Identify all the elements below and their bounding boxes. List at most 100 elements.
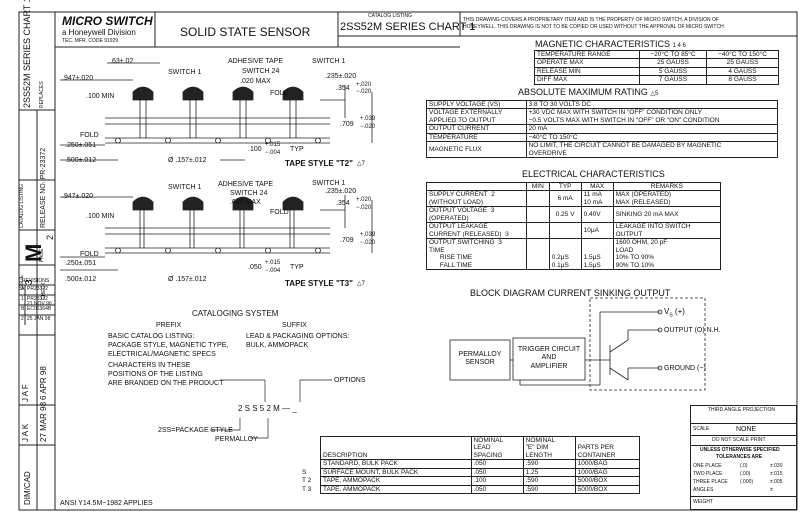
ground-terminal-label: GROUND (−) bbox=[664, 365, 706, 372]
t2-tape-style-label: TAPE STYLE "T2" bbox=[285, 159, 353, 168]
cataloging-chars-2: POSITIONS OF THE LISTING bbox=[108, 371, 203, 378]
table-row: OUTPUT LEAKAGE CURRENT (RELEASED) 3 10μA… bbox=[426, 222, 722, 240]
t3-switch-1-right: SWITCH 1 bbox=[312, 180, 346, 187]
table-row: SUPPLY CURRENT 2 (WITHOUT LOAD) 6 mA 11 … bbox=[426, 190, 722, 208]
table-cell: 3.8 TO 30 VOLTS DC bbox=[525, 99, 779, 110]
table-cell: 25 GAUSS bbox=[638, 58, 708, 68]
table-row: STANDARD, BULK PACK .050 .590 1000/BAG bbox=[300, 459, 641, 469]
t2-switch-1-left: SWITCH 1 bbox=[168, 69, 202, 76]
cataloging-chars-1: CHARACTERS IN THESE bbox=[108, 362, 191, 369]
t3-dim-100min: .100 MIN bbox=[86, 213, 115, 220]
table-header: PARTS PER CONTAINER bbox=[574, 435, 641, 461]
table-header: NOMINAL "E" DIM LENGTH bbox=[522, 435, 576, 461]
magnetic-notes: 1 4 6 bbox=[672, 43, 686, 49]
table-row: SUPPLY VOLTAGE (VS)3.8 TO 30 VOLTS DC bbox=[426, 99, 779, 110]
cataloging-lead-desc: BULK, AMMOPACK bbox=[246, 342, 309, 349]
cataloging-chars-3: ARE BRANDED ON THE PRODUCT bbox=[108, 380, 224, 387]
unless-specified-2: TOLERANCES ARE bbox=[716, 454, 763, 460]
table-row: VOLTAGE EXTERNALLY APPLIED TO OUTPUT+30 … bbox=[426, 108, 779, 126]
table-cell: VOLTAGE EXTERNALLY APPLIED TO OUTPUT bbox=[426, 108, 527, 126]
t3-dim-050: .050 bbox=[248, 264, 262, 271]
table-cell: .100 bbox=[470, 476, 524, 486]
t2-dim-020max: .020 MAX bbox=[240, 78, 271, 85]
t2-tol-709-minus: −.020 bbox=[360, 124, 376, 130]
strip-check-initials-2: J A K bbox=[21, 423, 30, 442]
table-cell: OUTPUT LEAKAGE CURRENT (RELEASED) 3 bbox=[426, 222, 527, 240]
table-cell: OUTPUT VOLTAGE 3 (OPERATED) bbox=[426, 206, 527, 224]
logo-main: MICRO SWITCH bbox=[62, 14, 153, 28]
magnetic-title: MAGNETIC CHARACTERISTICS 1 4 6 bbox=[535, 40, 686, 50]
t3-tol-354-plus: +.020 bbox=[356, 197, 372, 203]
t3-typ: TYP bbox=[290, 264, 304, 271]
rev-entry-2: PR23372 bbox=[27, 296, 48, 302]
t2-dim-500: .500±.012 bbox=[65, 157, 97, 164]
rev-entry-5: 25 JAN 98 bbox=[27, 316, 51, 322]
strip-page: 2 bbox=[45, 234, 55, 240]
t2-switch-1-right: SWITCH 1 bbox=[312, 58, 346, 65]
t3-dim-947: .947±.020 bbox=[62, 193, 94, 200]
cataloging-code: 2 S S 5 2 M — _ bbox=[238, 404, 297, 413]
block-diagram-linework bbox=[449, 297, 706, 391]
tol-one-place-fmt: (.0) bbox=[740, 463, 748, 469]
proprietary-line-2: HONEYWELL. THIS DRAWING IS NOT TO BE COP… bbox=[463, 24, 724, 30]
t3-switch-24: SWITCH 24 bbox=[230, 190, 268, 197]
table-row: T 2 TAPE, AMMOPACK .100 .590 5000/BOX bbox=[300, 476, 641, 486]
rev-entry-4: EC06364B bbox=[27, 306, 52, 312]
drawing-title: SOLID STATE SENSOR bbox=[180, 25, 311, 39]
t2-switch-24: SWITCH 24 bbox=[242, 68, 280, 75]
t2-note-7: △7 bbox=[357, 161, 365, 167]
table-cell: .050 bbox=[470, 484, 524, 495]
catalog-caption: CATALOG LISTING bbox=[368, 13, 412, 19]
t3-note-number: 7 bbox=[361, 281, 365, 287]
strip-release-no: RELEASE NO. PR-23372 bbox=[40, 147, 47, 228]
table-cell: MAX (OPERATED) MAX (RELEASED) bbox=[612, 190, 722, 208]
tol-angles-label: ANGLES bbox=[693, 487, 714, 493]
logo-sub: a Honeywell Division bbox=[62, 28, 136, 37]
table-cell: 20 mA bbox=[525, 124, 779, 134]
cataloging-title: CATALOGING SYSTEM bbox=[192, 309, 279, 318]
table-cell: SINKING 20 mA MAX bbox=[612, 206, 722, 224]
cataloging-options: OPTIONS bbox=[334, 377, 366, 384]
strip-check-initials-1: J A F bbox=[21, 384, 30, 402]
cataloging-suffix: SUFFIX bbox=[282, 322, 307, 329]
table-cell: .050 bbox=[470, 459, 524, 469]
table-header: TYP bbox=[548, 181, 582, 192]
t2-fold-left: FOLD bbox=[80, 132, 99, 139]
rev-letter-a: A bbox=[21, 286, 25, 292]
do-not-scale: DO NOT SCALE PRINT bbox=[712, 437, 766, 443]
table-row: OUTPUT VOLTAGE 3 (OPERATED) 0.25 V 0.40V… bbox=[426, 206, 722, 224]
catalog-listing: 2SS52M SERIES CHART 1 bbox=[340, 21, 476, 33]
rev-entry-3: 21 NOV 96 bbox=[27, 301, 52, 307]
strip-check-date-1: 6 APR 98 bbox=[39, 366, 48, 400]
t3-dim-235: .235±.020 bbox=[325, 188, 357, 195]
table-cell: 5000/BOX bbox=[574, 484, 641, 495]
tol-two-place-value: ±.015 bbox=[770, 471, 783, 477]
tol-three-place-value: ±.005 bbox=[770, 479, 783, 485]
table-cell: −40°C TO 150°C bbox=[525, 132, 779, 143]
electrical-table: MIN TYP MAX REMARKS SUPPLY CURRENT 2 (WI… bbox=[426, 181, 722, 271]
cataloging-package-style: 2SS=PACKAGE STYLE bbox=[158, 427, 233, 434]
strip-check-date-2: 27 MAR 98 bbox=[39, 401, 48, 442]
t2-typ: TYP bbox=[290, 146, 304, 153]
table-cell: TEMPERATURE bbox=[426, 132, 527, 143]
trigger-amplifier-block: TRIGGER CIRCUIT AND AMPLIFIER bbox=[517, 346, 581, 370]
table-cell: 1000/BAG bbox=[574, 467, 641, 478]
tol-three-place-fmt: (.000) bbox=[740, 479, 754, 485]
table-cell: 7 GAUSS bbox=[638, 75, 708, 85]
table-cell: OUTPUT CURRENT bbox=[426, 124, 527, 134]
cataloging-prefix: PREFIX bbox=[156, 322, 182, 329]
t2-dim-hole: Ø .157±.012 bbox=[168, 157, 207, 164]
vs-terminal-label: VS (+) bbox=[664, 308, 685, 319]
table-cell bbox=[526, 190, 550, 208]
table-cell: 5 GAUSS bbox=[638, 66, 708, 77]
table-cell: TEMPERATURE RANGE bbox=[534, 49, 640, 60]
tolerance-divider-2 bbox=[690, 435, 797, 436]
t3-switch-1-left: SWITCH 1 bbox=[168, 184, 202, 191]
absolute-note-number: 5 bbox=[655, 91, 659, 97]
tolerance-block bbox=[690, 405, 797, 510]
table-cell: S bbox=[302, 468, 307, 476]
